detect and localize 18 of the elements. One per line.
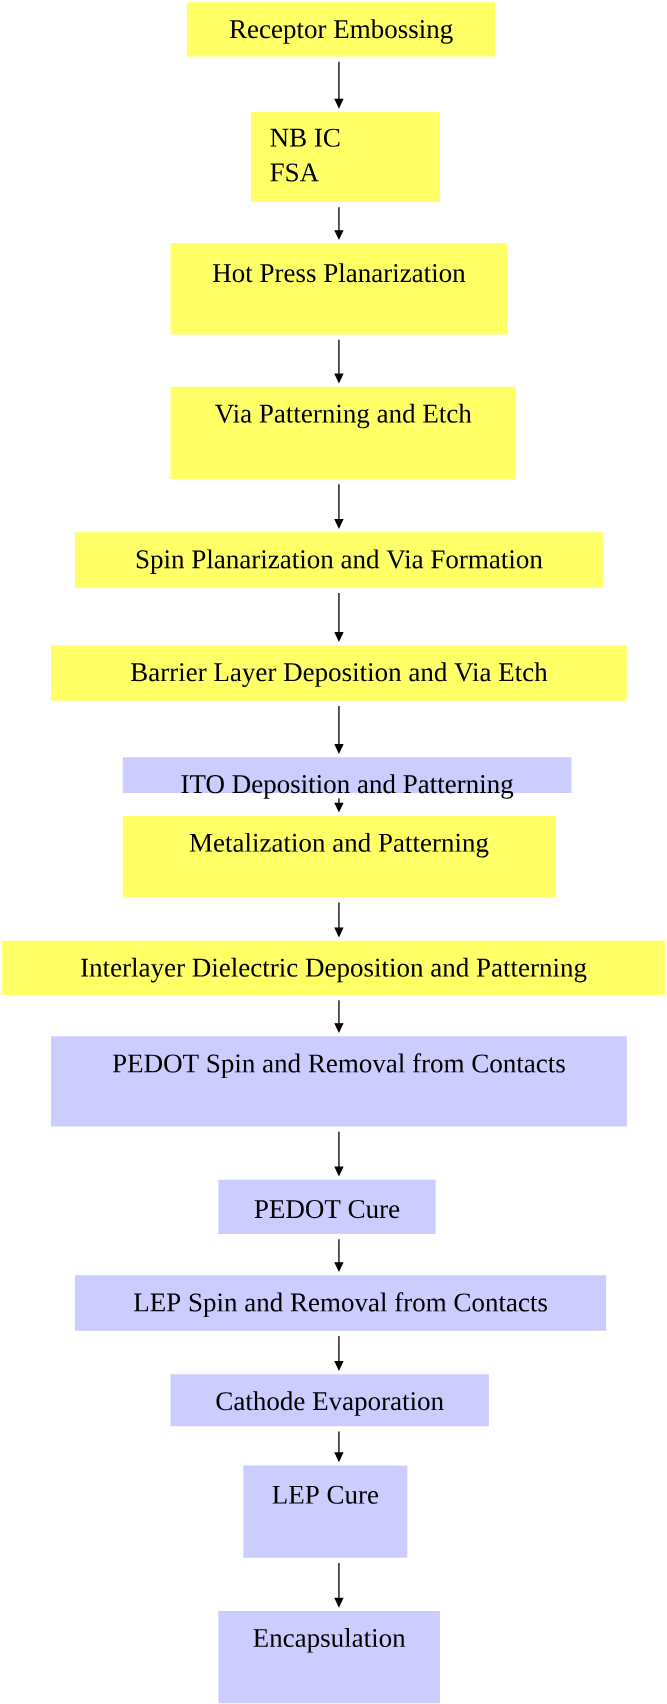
process-box: Hot Press Planarization xyxy=(170,243,508,335)
arrow xyxy=(334,592,344,642)
process-box: Cathode Evaporation xyxy=(170,1374,489,1427)
process-box: LEP Spin and Removal from Contacts xyxy=(74,1275,607,1331)
process-box: Receptor Embossing xyxy=(186,2,496,57)
arrow xyxy=(334,705,344,754)
process-box: Via Patterning and Etch xyxy=(170,386,516,480)
process-box: Metalization and Patterning xyxy=(122,815,556,898)
arrow xyxy=(334,1335,344,1371)
process-box: Barrier Layer Deposition and Via Etch xyxy=(51,645,627,701)
process-box: Interlayer Dielectric Deposition and Patterning xyxy=(2,940,665,996)
process-box: Encapsulation xyxy=(218,1611,440,1704)
process-box: Spin Planarization and Via Formation xyxy=(74,532,603,588)
process-box: PEDOT Cure xyxy=(218,1179,436,1235)
process-box: ITO Deposition and Patterning xyxy=(122,757,572,799)
process-box: PEDOT Spin and Removal from Contacts xyxy=(51,1036,627,1127)
process-box: NB IC FSA xyxy=(250,111,440,203)
process-box: LEP Cure xyxy=(243,1465,408,1558)
